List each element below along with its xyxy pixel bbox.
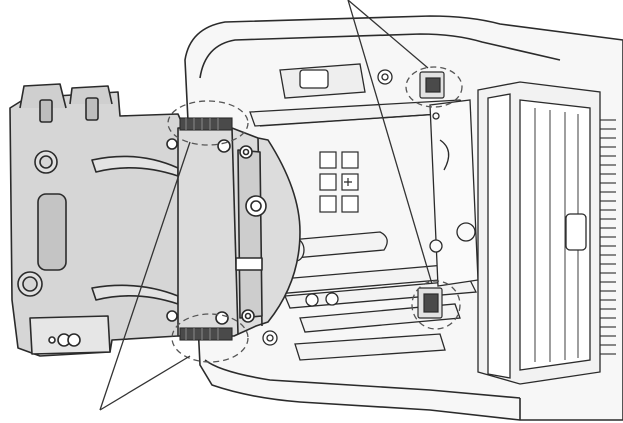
connector-grid bbox=[319, 151, 359, 213]
lower-latch-tab bbox=[417, 287, 443, 319]
housing-latch-callouts bbox=[347, 0, 463, 330]
fin-ticks bbox=[600, 119, 616, 355]
interior-plate bbox=[429, 99, 479, 287]
upper-latch-tab bbox=[419, 71, 445, 99]
lamp-cover-plate bbox=[177, 127, 301, 337]
heat-sink-fins bbox=[477, 81, 601, 385]
lamp-tab-callouts bbox=[99, 100, 249, 411]
lamp-grip-strips bbox=[179, 117, 233, 341]
